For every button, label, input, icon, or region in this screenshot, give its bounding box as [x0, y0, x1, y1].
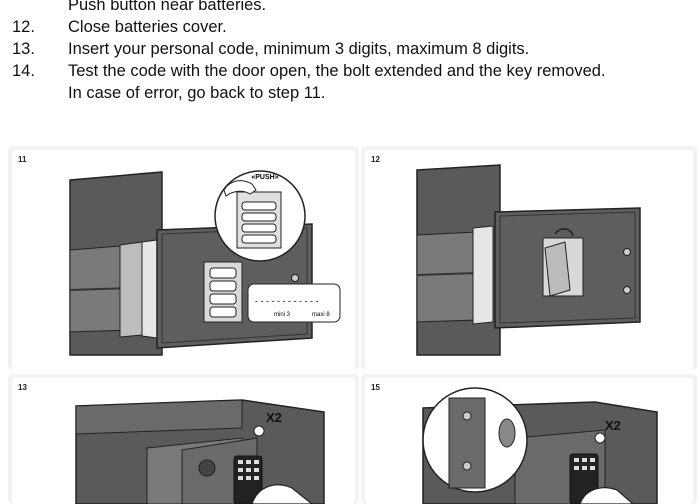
- instruction-line: 13. Insert your personal code, minimum 3…: [0, 38, 700, 60]
- svg-text:- - - - - - - - - - - -: - - - - - - - - - - - -: [255, 296, 318, 306]
- repeat-x2-label: X2: [605, 418, 621, 433]
- panel-number: 15: [371, 383, 380, 392]
- illustration-panel-11: «PUSH» - - - - - - - - - - - - mini 3 ma…: [8, 146, 359, 370]
- step-number: 13.: [12, 40, 35, 58]
- step-text: Close batteries cover.: [68, 18, 227, 36]
- safe-battery-illustration: «PUSH» - - - - - - - - - - - - mini 3 ma…: [69, 170, 341, 356]
- mini-digits-label: mini 3: [274, 312, 291, 318]
- instruction-line: 12. Close batteries cover.: [0, 16, 700, 38]
- panel-number: 12: [371, 155, 380, 164]
- instruction-line: 14. Test the code with the door open, th…: [0, 60, 700, 82]
- safe-test-illustration: X2: [422, 387, 658, 504]
- instruction-list: Push button near batteries. 12. Close ba…: [0, 0, 700, 104]
- illustration-panel-13: X2 13: [8, 374, 359, 504]
- step-text: In case of error, go back to step 11.: [68, 84, 326, 102]
- safe-cover-illustration: [416, 164, 641, 356]
- step-text: Test the code with the door open, the bo…: [68, 62, 606, 80]
- step-number: 12.: [12, 18, 35, 36]
- step-number: 14.: [12, 62, 35, 80]
- step-text: Push button near batteries.: [68, 0, 267, 14]
- step-text: Insert your personal code, minimum 3 dig…: [68, 40, 530, 58]
- repeat-x2-label: X2: [266, 410, 282, 425]
- maxi-digits-label: maxi 8: [312, 312, 330, 318]
- illustration-panel-12: 12: [361, 146, 697, 370]
- illustration-panel-15: X2 15: [361, 374, 697, 504]
- push-callout-label: «PUSH»: [251, 174, 278, 181]
- panel-number: 11: [18, 155, 27, 164]
- instruction-line: In case of error, go back to step 11.: [0, 82, 700, 104]
- safe-keypad-illustration: X2: [75, 399, 325, 504]
- panel-number: 13: [18, 383, 27, 392]
- instruction-line: Push button near batteries.: [0, 0, 700, 16]
